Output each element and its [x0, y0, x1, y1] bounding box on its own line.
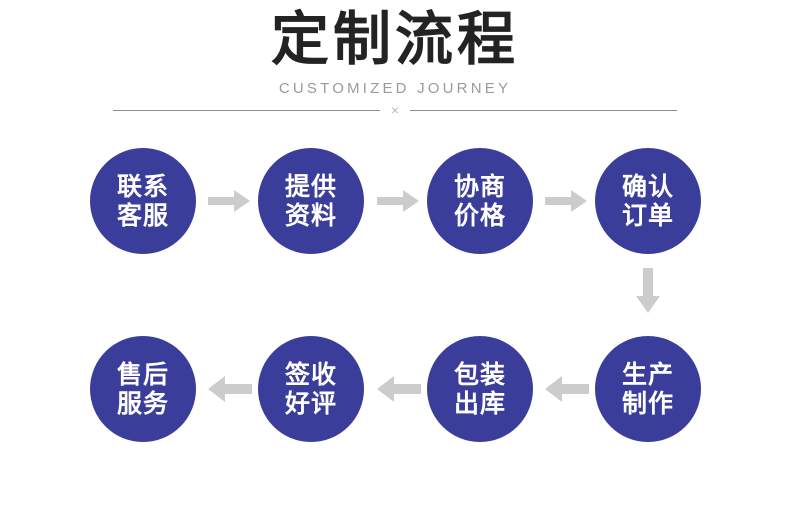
- flow-node-label-line2: 好评: [284, 389, 337, 418]
- flow-node-packaging-shipment[interactable]: 包装 出库: [427, 336, 533, 442]
- flow-node-label-line2: 价格: [453, 201, 506, 230]
- flow-node-label-line2: 客服: [116, 201, 169, 230]
- divider-cross-mark: ×: [390, 102, 400, 118]
- page-title: 定制流程: [270, 5, 519, 73]
- flow-node-label-line1: 联系: [116, 172, 169, 201]
- flow-node-label-line2: 出库: [453, 389, 506, 418]
- flow-node-label-line1: 生产: [621, 360, 674, 389]
- flow-node-label-line2: 资料: [284, 201, 337, 230]
- flow-node-label-line1: 提供: [284, 172, 337, 201]
- flow-node-negotiate-price[interactable]: 协商 价格: [427, 148, 533, 254]
- flow-node-contact-service[interactable]: 联系 客服: [90, 148, 196, 254]
- divider-rule-left: [113, 109, 380, 111]
- page-header: 定制流程 CUSTOMIZED JOURNEY: [0, 0, 790, 98]
- arrow-left-icon: [377, 374, 421, 404]
- arrow-left-icon: [208, 374, 252, 404]
- flow-node-label-line1: 售后: [116, 360, 169, 389]
- arrow-left-icon: [545, 374, 589, 404]
- flow-node-label-line2: 订单: [621, 201, 674, 230]
- flow-node-signoff-review[interactable]: 签收 好评: [258, 336, 364, 442]
- flow-node-label-line1: 包装: [453, 360, 506, 389]
- flow-node-label-line2: 制作: [621, 389, 674, 418]
- flow-node-label-line2: 服务: [116, 389, 169, 418]
- flow-node-label-line1: 确认: [621, 172, 674, 201]
- flow-node-label-line1: 协商: [453, 172, 506, 201]
- arrow-down-icon: [633, 268, 663, 316]
- arrow-right-icon: [208, 186, 252, 216]
- arrow-right-icon: [545, 186, 589, 216]
- flow-node-after-sales-service[interactable]: 售后 服务: [90, 336, 196, 442]
- flow-node-label-line1: 签收: [284, 360, 337, 389]
- flow-node-confirm-order[interactable]: 确认 订单: [595, 148, 701, 254]
- arrow-right-icon: [377, 186, 421, 216]
- section-divider: ×: [113, 101, 677, 119]
- flow-node-provide-materials[interactable]: 提供 资料: [258, 148, 364, 254]
- flow-node-production[interactable]: 生产 制作: [595, 336, 701, 442]
- page-subtitle: CUSTOMIZED JOURNEY: [278, 80, 512, 97]
- divider-rule-right: [410, 109, 677, 111]
